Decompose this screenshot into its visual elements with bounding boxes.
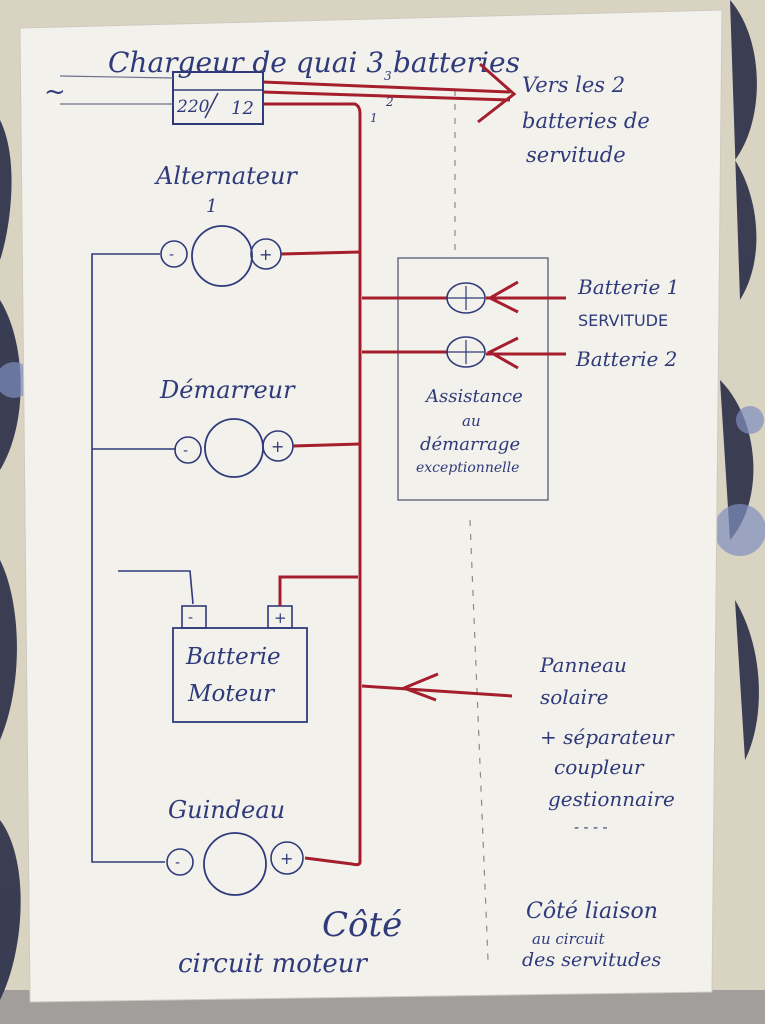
- charger: Chargeur de quai 3 batteries 220 12 ~ 3 …: [44, 46, 520, 125]
- solar-line-6: - - - -: [574, 820, 608, 836]
- service-battery-inputs: [486, 280, 566, 370]
- charger-box: [172, 71, 264, 125]
- fold-line-bottom: [469, 519, 489, 961]
- windlass-minus-sign: -: [175, 855, 180, 871]
- solar-line-1: Panneau: [539, 653, 627, 677]
- destination-note: Vers les 2 batteries de servitude: [522, 73, 650, 167]
- alternator-label: Alternateur: [154, 162, 298, 190]
- windlass-body: [203, 832, 267, 896]
- starter-positive-wire: [292, 442, 361, 448]
- destination-line-1: Vers les 2: [522, 73, 625, 97]
- engine-battery: - + Batterie Moteur: [118, 570, 358, 723]
- starter: Démarreur - +: [92, 376, 361, 478]
- service-side-line-3: des servitudes: [522, 949, 661, 971]
- solar-note: Panneau solaire + séparateur coupleur ge…: [539, 653, 675, 836]
- battery-label-line2: Moteur: [187, 681, 276, 707]
- assist-line-2: au: [462, 412, 481, 430]
- output-label-3: 3: [384, 69, 392, 83]
- alternator: Alternateur 1 - +: [154, 162, 361, 287]
- charger-slash: [204, 92, 219, 119]
- assist-box: Assistance au démarrage exceptionnelle: [362, 257, 549, 501]
- destination-line-2: batteries de: [522, 109, 650, 133]
- charger-voltage-in: 220: [176, 97, 210, 117]
- assist-box-frame: [397, 257, 549, 501]
- service-side-line-1: Côté liaison: [526, 899, 658, 924]
- engine-side-line-2: circuit moteur: [178, 949, 369, 979]
- battery-minus-sign: -: [188, 610, 193, 626]
- service-side-line-2: au circuit: [532, 930, 606, 948]
- alternator-minus-terminal: [160, 240, 188, 268]
- charger-title: Chargeur de quai 3 batteries: [108, 46, 520, 79]
- alternator-number: 1: [206, 196, 217, 217]
- negative-bus: [91, 253, 165, 863]
- output-label-2: 2: [385, 95, 394, 109]
- windlass-plus-sign: +: [280, 849, 293, 868]
- battery-positive-wire: [278, 575, 358, 606]
- battery-2-label: Batterie 2: [575, 347, 677, 371]
- solar-line-2: solaire: [540, 685, 608, 709]
- starter-minus-sign: -: [183, 443, 188, 459]
- charger-voltage-out: 12: [231, 98, 254, 119]
- solar-line-4: coupleur: [554, 755, 645, 779]
- ac-symbol: ~: [44, 77, 66, 107]
- solar-line-3: + séparateur: [540, 725, 675, 749]
- destination-line-3: servitude: [526, 143, 626, 167]
- assist-line-3: démarrage: [420, 434, 520, 455]
- alternator-body: [191, 225, 253, 287]
- windlass-minus-terminal: [166, 848, 194, 876]
- battery-plus-sign: +: [274, 609, 287, 627]
- alternator-minus-sign: -: [169, 247, 174, 263]
- windlass-label: Guindeau: [168, 796, 285, 824]
- switch-1-symbol: [446, 282, 486, 314]
- mains-wire-1: [59, 75, 174, 79]
- alternator-positive-wire: [280, 250, 361, 256]
- windlass: Guindeau - +: [166, 796, 304, 896]
- battery-1-label: Batterie 1: [577, 275, 679, 299]
- solar-input: [361, 672, 513, 702]
- solar-line-5: gestionnaire: [548, 787, 675, 811]
- battery-body: [172, 627, 308, 723]
- switch-2-symbol: [446, 336, 486, 368]
- battery-1-sublabel: SERVITUDE: [578, 311, 668, 330]
- side-labels: Côté circuit moteur Côté liaison au circ…: [178, 899, 661, 979]
- starter-plus-sign: +: [271, 437, 284, 456]
- windlass-plus-terminal: [270, 841, 304, 875]
- alternator-plus-sign: +: [259, 245, 272, 264]
- engine-side-line-1: Côté: [322, 905, 402, 945]
- assist-line-1: Assistance: [424, 386, 523, 407]
- battery-negative-wire: [118, 570, 194, 605]
- starter-minus-terminal: [174, 436, 202, 464]
- starter-label: Démarreur: [159, 376, 296, 404]
- battery-label-line1: Batterie: [185, 644, 281, 670]
- charger-outputs: [262, 62, 517, 867]
- output-label-1: 1: [370, 111, 378, 125]
- assist-line-4: exceptionnelle: [416, 460, 519, 476]
